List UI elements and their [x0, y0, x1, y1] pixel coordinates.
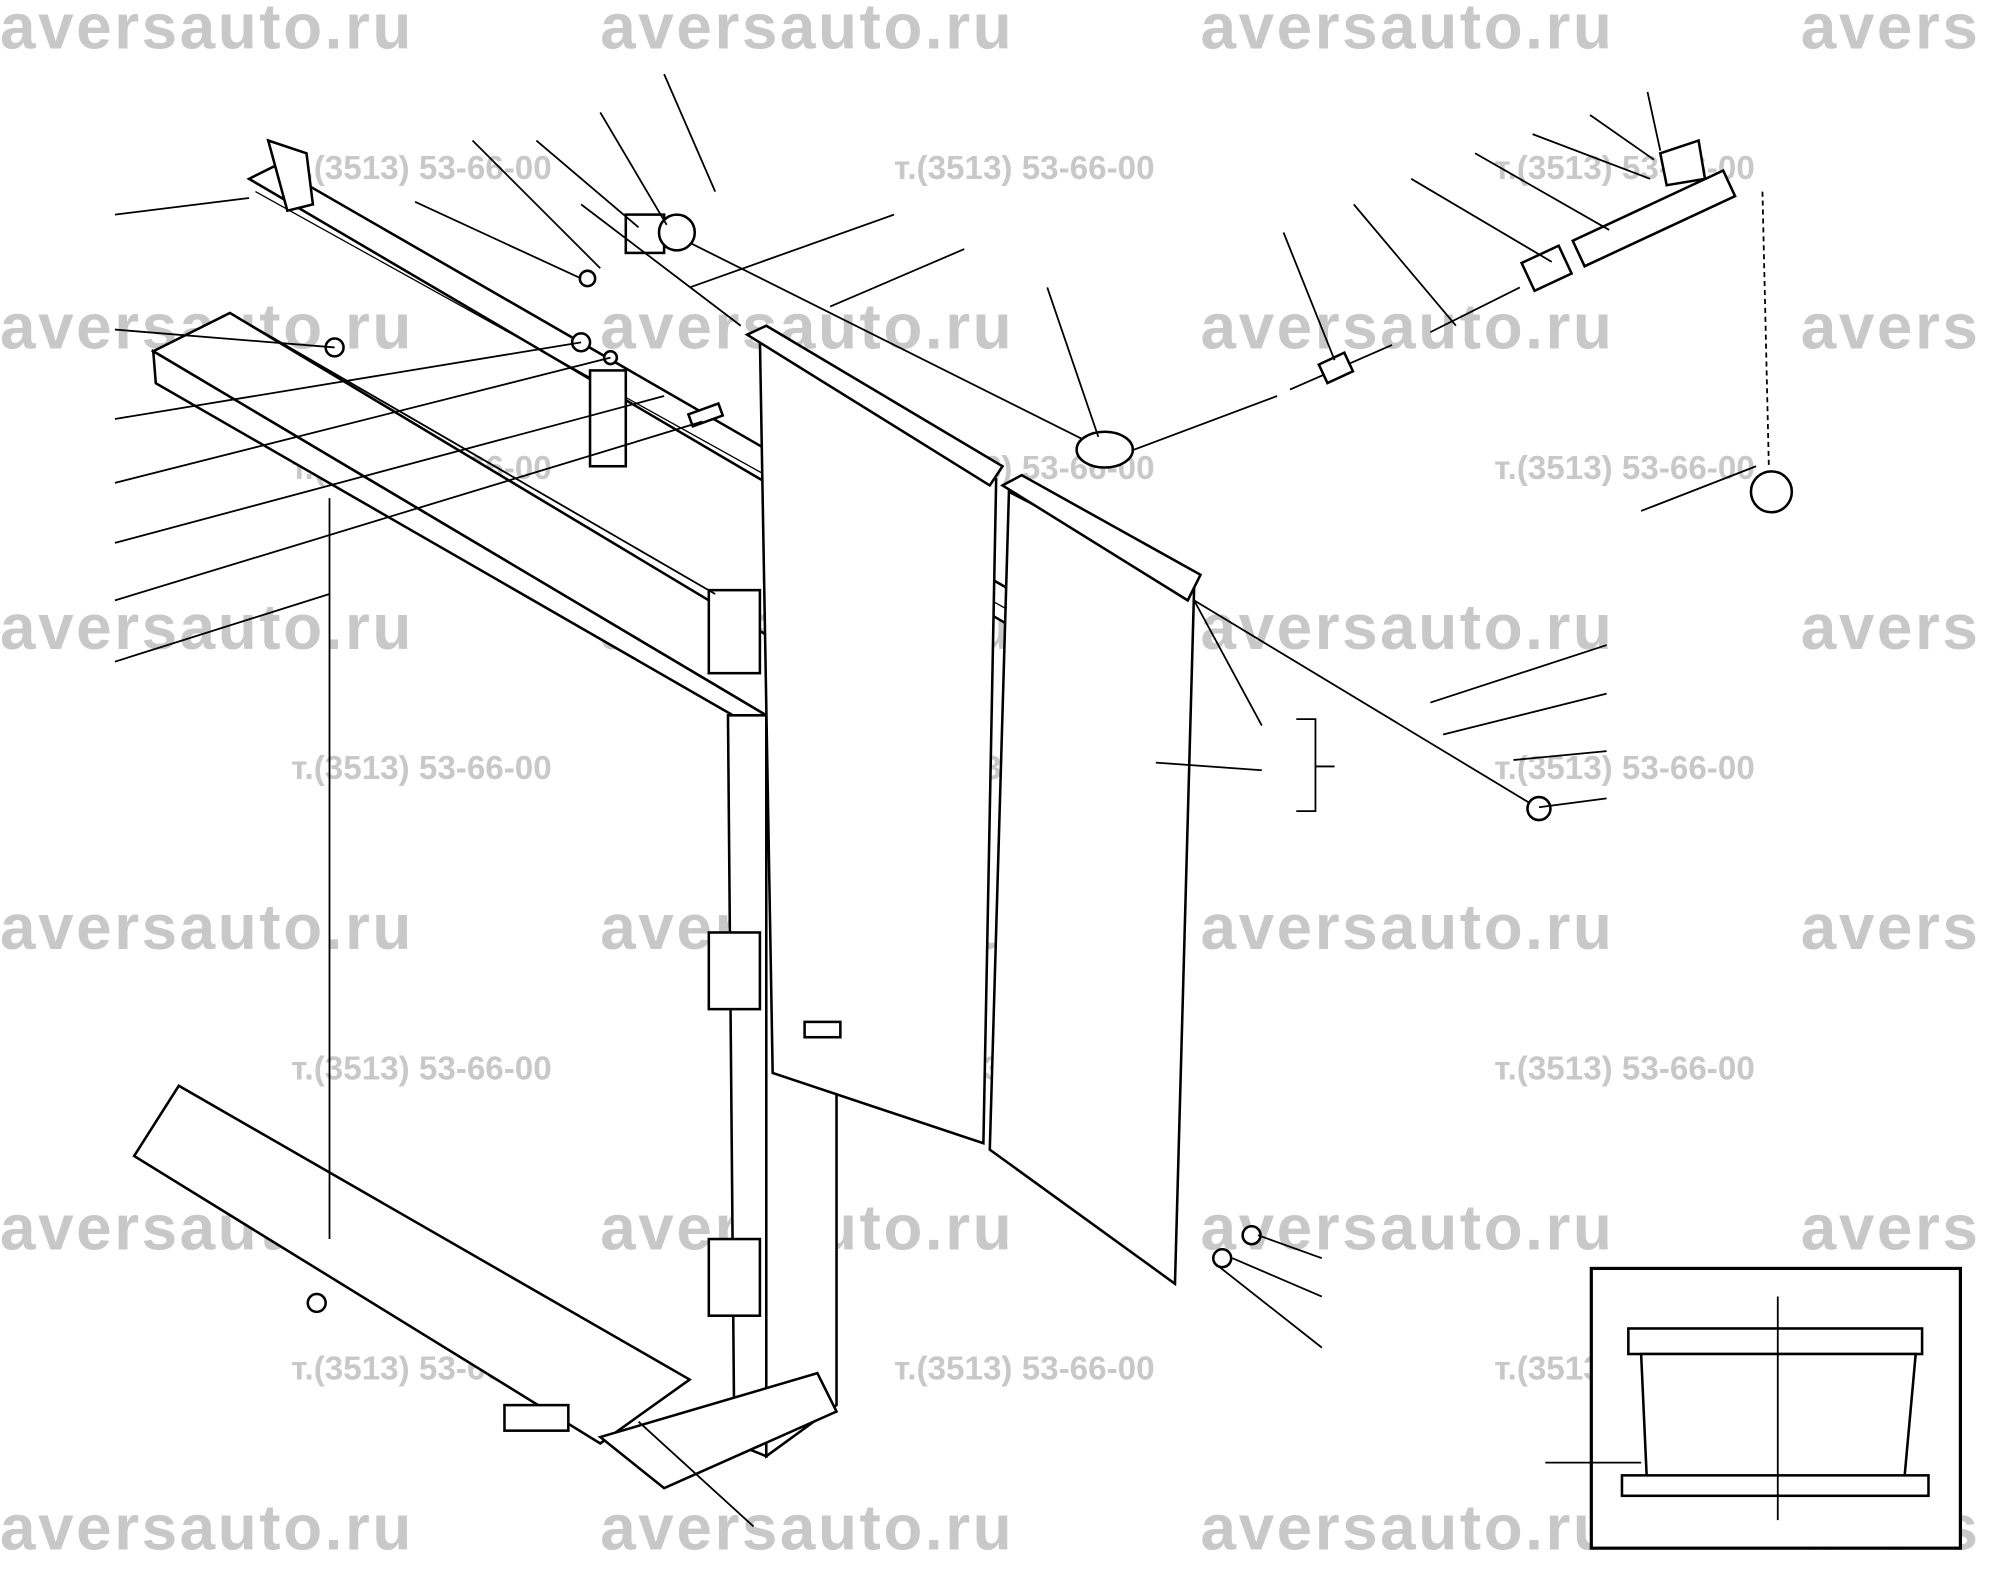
watermark-site: aversauto.ru [1201, 1491, 1615, 1563]
watermark-site: avers [1801, 591, 1981, 663]
watermark-site: aversauto.ru [0, 591, 414, 663]
watermark-site: aversauto.ru [0, 0, 414, 63]
watermark-phone: т.(3513) 53-66-00 [291, 750, 552, 787]
watermark-phone: т.(3513) 53-66-00 [1494, 450, 1755, 487]
watermark-site: aversauto.ru [1201, 291, 1615, 363]
watermark-phone: т.(3513) 53-66-00 [894, 1351, 1155, 1388]
watermark-site-row: aversauto.ru aversauto.ru aversauto.ru a… [0, 0, 1981, 63]
watermark-site: aversauto.ru [0, 891, 414, 963]
watermark-site: aversauto.ru [600, 1491, 1014, 1563]
shutter-curtains [744, 324, 1203, 1287]
watermark-phone: т.(3513) 53-66-00 [291, 1050, 552, 1087]
watermark-site: aversauto.ru [1201, 591, 1615, 663]
leader-lines [114, 73, 1757, 1528]
watermark-site: aversauto.ru [600, 0, 1014, 63]
watermark-site: aversauto.ru [1201, 1191, 1615, 1263]
watermark-site-row: aversauto.ru aversauto.ru aversauto.ru a… [0, 891, 1981, 963]
watermark-site: aversauto.ru [1201, 891, 1615, 963]
watermark-phone: т.(3513) 53-66-00 [894, 150, 1155, 187]
watermark-site: aversauto.ru [0, 1491, 414, 1563]
inset-detail [1545, 1266, 1963, 1550]
shroud-frame [132, 311, 840, 1490]
watermark-phone: т.(3513) 53-66-00 [1494, 750, 1755, 787]
watermark-site: avers [1801, 0, 1981, 63]
watermark-site: avers [1801, 1191, 1981, 1263]
watermark-site: avers [1801, 291, 1981, 363]
watermark-phone: т.(3513) 53-66-00 [1494, 1050, 1755, 1087]
watermark-phone: т.(3513) 53-66-00 [291, 150, 552, 187]
control-cable [580, 138, 1794, 822]
watermark-site: avers [1801, 891, 1981, 963]
watermark-site: aversauto.ru [1201, 0, 1615, 63]
